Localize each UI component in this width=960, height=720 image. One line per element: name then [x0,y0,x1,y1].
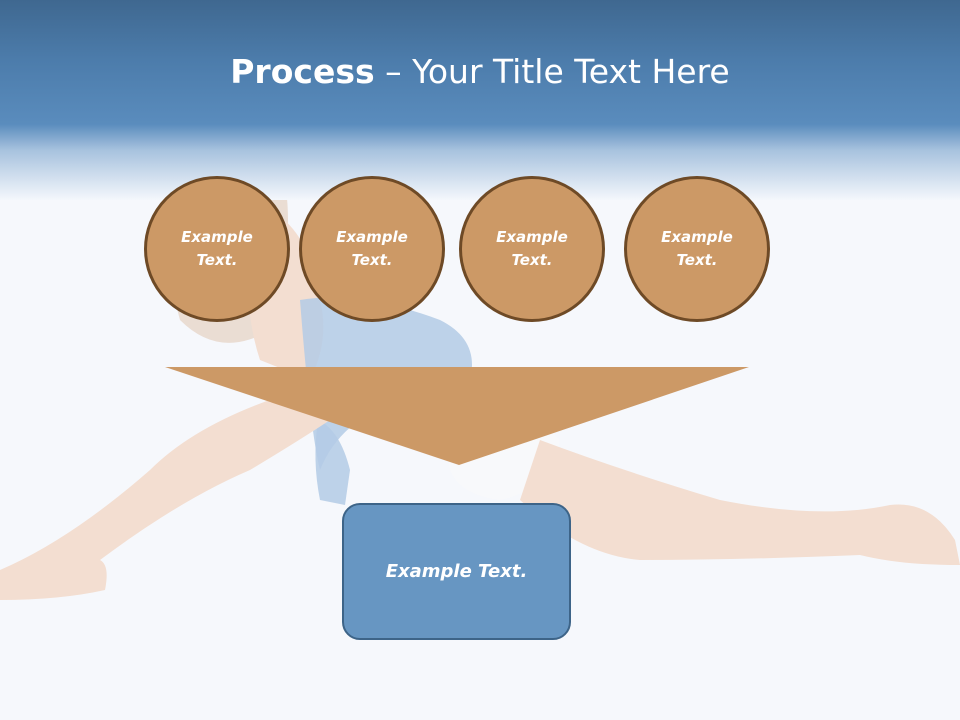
title-bold: Process [230,52,375,91]
title-rest: – Your Title Text Here [374,52,730,91]
title-banner [0,0,960,200]
photo-right-leg [520,440,960,565]
result-label: Example Text. [385,561,528,582]
funnel-triangle [165,367,749,465]
photo-sleeve [315,420,350,505]
circle-label: Example Text. [181,228,253,269]
process-circle-4: Example Text. [624,176,770,322]
funnel-arrow [165,367,749,465]
circle-label: Example Text. [661,228,733,269]
process-circle-1: Example Text. [144,176,290,322]
process-circle-3: Example Text. [459,176,605,322]
page-title: Process – Your Title Text Here [0,52,960,91]
circle-label: Example Text. [496,228,568,269]
photo-left-leg [0,390,330,600]
circle-label: Example Text. [336,228,408,269]
result-box: Example Text. [342,503,571,640]
process-circle-2: Example Text. [299,176,445,322]
